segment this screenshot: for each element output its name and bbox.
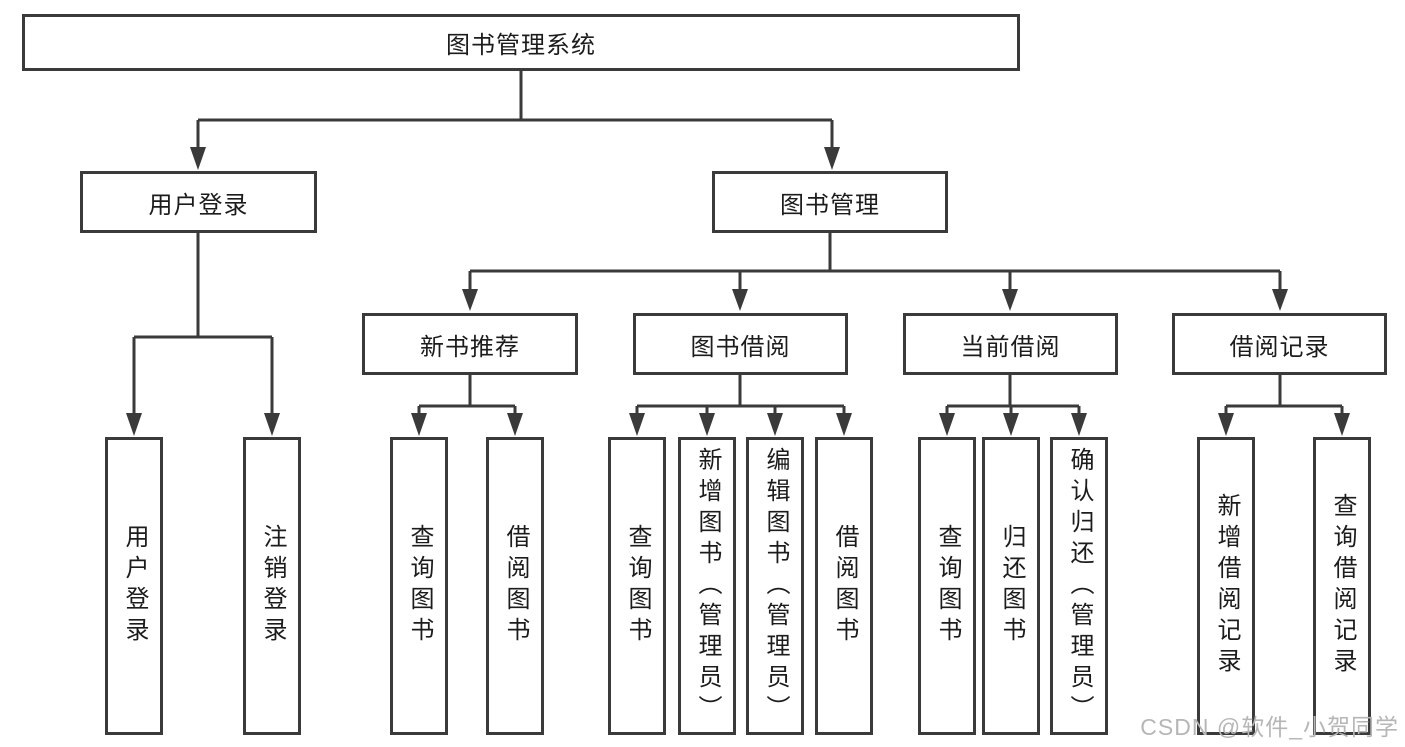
node-book-borrowing-label: 图书借阅 (690, 333, 791, 361)
leaf-logout: 注销登录 (243, 437, 301, 735)
node-root-label: 图书管理系统 (446, 32, 596, 59)
node-book-borrowing: 图书借阅 (633, 313, 848, 375)
node-current-borrowing-label: 当前借阅 (960, 333, 1061, 361)
leaf-borrow-books-recommend: 借阅图书 (486, 437, 544, 735)
leaf-query-borrow-record: 查询借阅记录 (1313, 437, 1371, 735)
node-user-login: 用户登录 (80, 171, 317, 233)
leaf-add-book-admin: 新增图书（管理员） (678, 437, 736, 735)
leaf-borrow-books: 借阅图书 (815, 437, 873, 735)
node-root-system: 图书管理系统 (22, 14, 1020, 71)
leaf-query-books-recommend: 查询图书 (390, 437, 448, 735)
leaf-edit-book-admin: 编辑图书（管理员） (746, 437, 804, 735)
node-current-borrowing: 当前借阅 (903, 313, 1118, 375)
leaf-user-login: 用户登录 (105, 437, 163, 735)
leaf-add-borrow-record: 新增借阅记录 (1197, 437, 1255, 735)
node-book-management-label: 图书管理 (780, 191, 880, 219)
leaf-query-books-borrowing: 查询图书 (608, 437, 666, 735)
csdn-watermark: CSDN @软件_小贺同学 (1140, 714, 1399, 740)
node-user-login-label: 用户登录 (148, 191, 249, 219)
node-new-book-recommend: 新书推荐 (362, 313, 578, 375)
leaf-query-books-current: 查询图书 (918, 437, 976, 735)
node-book-management: 图书管理 (712, 171, 948, 233)
leaf-confirm-return-admin: 确认归还（管理员） (1050, 437, 1108, 735)
leaf-return-book: 归还图书 (982, 437, 1040, 735)
node-borrow-records: 借阅记录 (1172, 313, 1387, 375)
node-borrow-records-label: 借阅记录 (1229, 333, 1330, 361)
node-new-book-recommend-label: 新书推荐 (420, 333, 520, 361)
